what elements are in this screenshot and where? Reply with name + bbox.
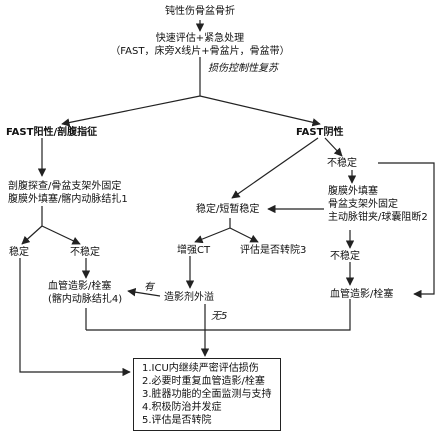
laparotomy-line-2: 腹膜外填塞/髂内动脉结扎1 — [8, 194, 128, 205]
fast-positive-node: FAST阳性/剖腹指征 — [6, 127, 98, 138]
icu-item-1: 1.ICU内继续严密评估损伤 — [142, 363, 259, 374]
right-procedures-node: 腹膜外填塞 骨盆支架外固定 主动脉钳夹/球囊阻断2 — [328, 185, 428, 224]
assess-node: 快速评估+紧急处理 （FAST，床旁X线片+骨盆片，骨盆带） — [90, 32, 310, 58]
angio-right-node: 血管造影/栓塞 — [330, 289, 394, 300]
transfer-eval-node: 评估是否转院3 — [240, 245, 307, 256]
arrow-bypass-angio — [378, 162, 435, 299]
laparotomy-line-1: 剖腹探查/骨盆支架外固定 — [8, 181, 122, 192]
angio-left-node: 血管造影/栓塞 (髂内动脉结扎4) — [48, 280, 122, 306]
icu-item-4: 4.积极防治并发症 — [142, 402, 222, 413]
assess-line-2: （FAST，床旁X线片+骨盆片，骨盆带） — [110, 46, 290, 57]
arrow-stable-transfer — [229, 227, 259, 243]
icu-item-3: 3.脏器功能的全面监测与支持 — [142, 389, 272, 400]
angio-left-line-1: 血管造影/栓塞 — [48, 281, 112, 292]
stable-left-node: 稳定 — [9, 247, 29, 258]
unstable-right-node: 不稳定 — [327, 158, 357, 169]
arrow-stable-ct — [194, 227, 231, 244]
assess-line-1: 快速评估+紧急处理 — [155, 33, 245, 44]
no-label: 无5 — [211, 311, 228, 322]
fast-negative-node: FAST阴性 — [296, 127, 344, 138]
arrow-to-fast-neg — [199, 95, 321, 127]
root-node: 钝性伤骨盆骨折 — [165, 6, 235, 17]
icu-item-5: 5.评估是否转院 — [142, 415, 212, 426]
unstable-right2-node: 不稳定 — [330, 251, 360, 262]
yes-label: 有 — [144, 282, 154, 293]
damage-control-label: 损伤控制性复苏 — [208, 63, 278, 74]
arrow-stable-icu — [19, 258, 131, 377]
arrow-lap-unstable — [41, 225, 81, 245]
line-fastneg-left — [231, 137, 319, 199]
unstable-left-node: 不稳定 — [70, 247, 100, 258]
icu-box: 1.ICU内继续严密评估损伤 2.必要时重复血管造影/栓塞 3.脏器功能的全面监… — [133, 358, 281, 431]
arrow-angio-back — [303, 299, 351, 331]
stable-mid-node: 稳定/短暂稳定 — [196, 204, 260, 215]
icu-item-2: 2.必要时重复血管造影/栓塞 — [142, 376, 265, 387]
contrast-node: 造影剂外溢 — [164, 292, 214, 303]
right-proc-line-3: 主动脉钳夹/球囊阻断2 — [328, 212, 428, 223]
right-proc-line-1: 腹膜外填塞 — [328, 186, 378, 197]
arrow-to-fast-pos — [61, 95, 201, 127]
arrow-lap-stable — [21, 225, 43, 245]
ct-node: 增强CT — [177, 245, 211, 256]
angio-left-line-2: (髂内动脉结扎4) — [48, 294, 123, 305]
right-proc-line-2: 骨盆支架外固定 — [328, 199, 398, 210]
arrow-contrast-angio — [127, 288, 161, 297]
line-fastneg-right — [324, 137, 343, 157]
laparotomy-node: 剖腹探查/骨盆支架外固定 腹膜外填塞/髂内动脉结扎1 — [8, 180, 128, 206]
